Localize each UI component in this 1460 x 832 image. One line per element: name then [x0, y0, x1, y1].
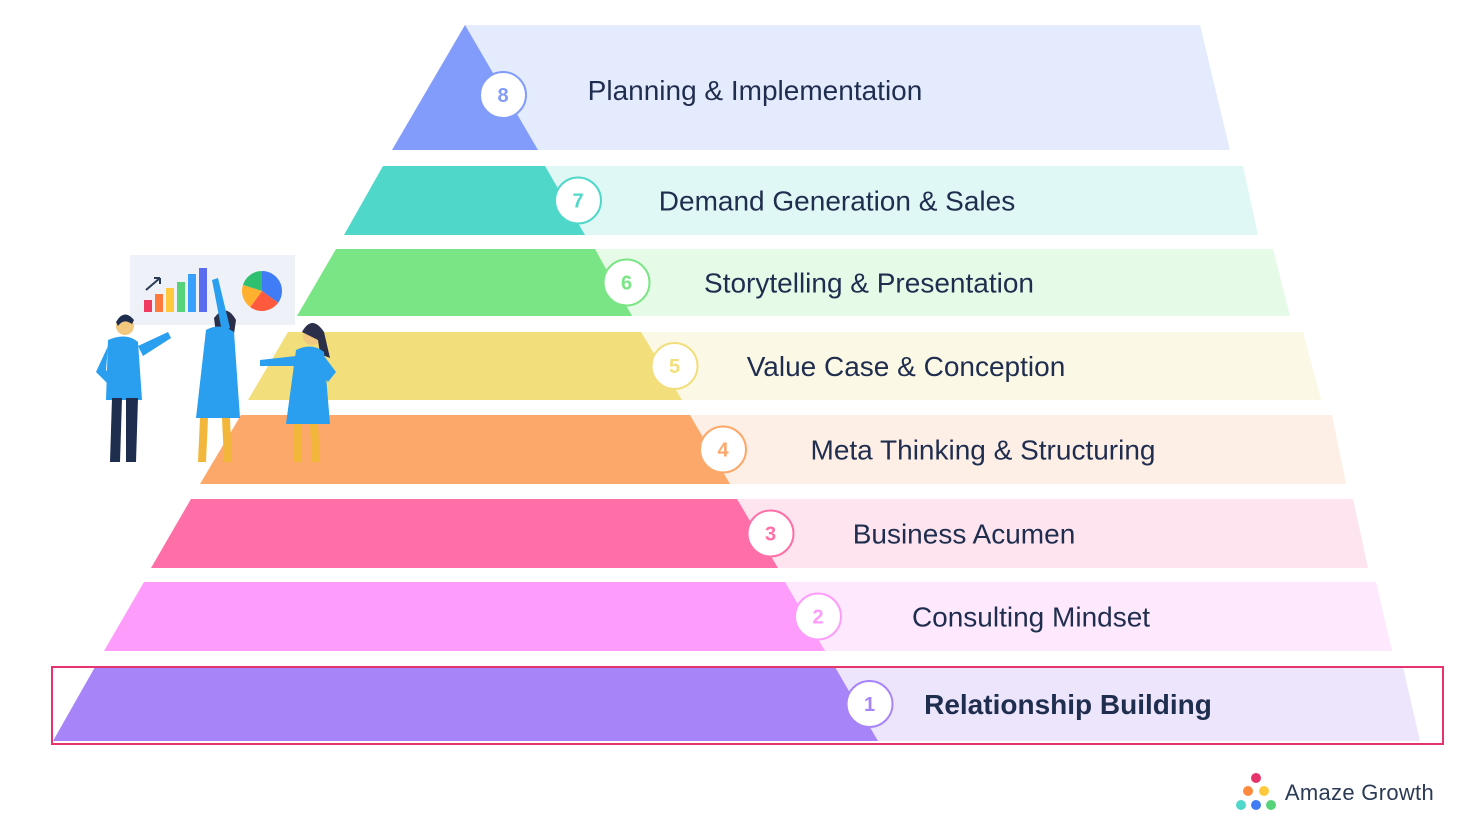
mini-bar — [155, 294, 163, 312]
person-woman-pointing-icon — [196, 278, 240, 462]
person-woman-presenting-icon — [260, 323, 336, 462]
mini-pie-slice — [250, 291, 279, 311]
mini-bar — [199, 268, 207, 312]
logo-dot — [1250, 773, 1261, 783]
tier-number-badge: 7 — [554, 176, 602, 225]
pyramid-tier-8: 8 Planning & Implementation — [392, 25, 1230, 150]
mini-pie-slice — [242, 284, 262, 308]
logo-dot — [1258, 786, 1269, 796]
tier-number: 4 — [717, 440, 729, 462]
tier-label: Value Case & Conception — [747, 351, 1066, 382]
tier-accent — [53, 667, 878, 741]
tier-number-badge: 1 — [845, 680, 894, 728]
mini-bar — [188, 274, 196, 312]
mini-bar — [166, 288, 174, 312]
tier-number: 1 — [864, 694, 875, 716]
brand-name: Amaze Growth — [1284, 780, 1434, 805]
tier-accent — [297, 249, 632, 316]
mini-pie-slice — [242, 271, 262, 291]
mini-bar — [177, 282, 185, 312]
pyramid-tier-1: 1 Relationship Building — [53, 667, 1420, 741]
tier-accent — [248, 332, 682, 400]
tier-accent — [151, 499, 778, 568]
tier-number-badge: 8 — [479, 71, 527, 119]
dot-cluster-logo-icon — [1235, 773, 1276, 810]
tier-label: Storytelling & Presentation — [704, 268, 1034, 299]
tier-label: Demand Generation & Sales — [659, 186, 1015, 217]
team-presenting-charts-illustration — [96, 255, 336, 462]
tier-label: Business Acumen — [853, 519, 1076, 550]
tier-number-badge: 6 — [602, 258, 651, 307]
person-man-icon — [96, 314, 171, 462]
tier-number-badge: 2 — [794, 592, 842, 641]
trend-arrow-icon — [145, 277, 161, 291]
pyramid-tier-7: 7 Demand Generation & Sales — [344, 166, 1258, 235]
logo-dot — [1265, 800, 1276, 810]
mini-bar — [144, 300, 152, 312]
tier-label: Planning & Implementation — [588, 75, 923, 106]
tier-number-badge: 3 — [746, 509, 795, 558]
tier-label: Meta Thinking & Structuring — [811, 435, 1156, 466]
pyramid-tier-3: 3 Business Acumen — [151, 499, 1368, 568]
logo-dot — [1235, 800, 1246, 810]
mini-pie-slice — [262, 271, 282, 303]
logo-dot — [1242, 786, 1253, 796]
pyramid-tier-5: 5 Value Case & Conception — [248, 332, 1321, 400]
tier-label: Consulting Mindset — [912, 602, 1150, 633]
tier-band — [392, 25, 1230, 150]
tier-number: 7 — [572, 191, 583, 213]
highlight-frame — [51, 666, 1444, 745]
tier-accent — [344, 166, 585, 235]
pyramid-tier-4: 4 Meta Thinking & Structuring — [200, 415, 1346, 484]
pyramid-tier-6: 6 Storytelling & Presentation — [297, 249, 1290, 316]
tier-number: 2 — [812, 607, 823, 629]
pyramid-tier-2: 2 Consulting Mindset — [104, 582, 1392, 651]
tier-accent — [104, 582, 825, 651]
tier-number: 8 — [497, 85, 508, 107]
tier-number-badge: 5 — [650, 342, 699, 390]
brand-logo: Amaze Growth — [1235, 772, 1434, 814]
tier-number-badge: 4 — [699, 425, 747, 474]
tier-number: 3 — [765, 524, 776, 546]
tier-number: 6 — [621, 273, 632, 295]
tier-accent — [200, 415, 730, 484]
tier-label: Relationship Building — [924, 689, 1212, 720]
logo-dot — [1250, 800, 1261, 810]
tier-number: 5 — [669, 356, 680, 378]
